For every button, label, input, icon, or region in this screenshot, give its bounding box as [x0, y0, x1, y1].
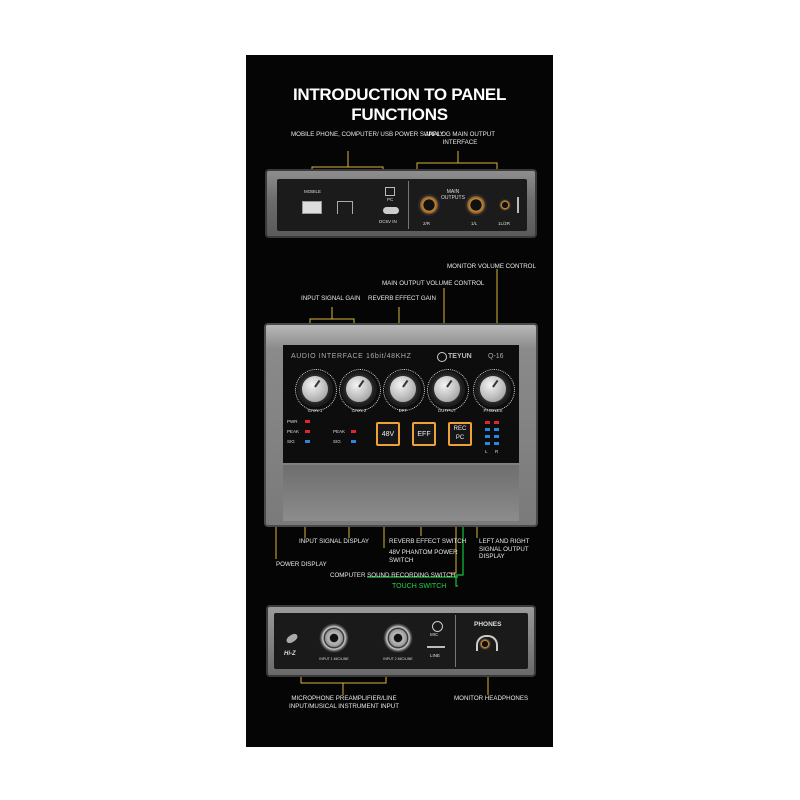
pc-icon: [385, 187, 395, 196]
gain2-scale: [339, 369, 381, 411]
mic-label: MIC: [430, 632, 439, 637]
peak1-label: PEAK: [287, 429, 300, 434]
label-reverb-switch: REVERB EFFECT SWITCH: [389, 538, 467, 545]
sig1-led: [305, 440, 310, 443]
out-2r-label: 2/R: [423, 221, 431, 226]
label-reverb-gain: REVERB EFFECT GAIN: [368, 295, 436, 302]
label-input-gain: INPUT SIGNAL GAIN: [301, 295, 361, 302]
usb-symbol-icon: [337, 201, 353, 214]
headphones-icon: [476, 635, 498, 651]
model-name: Q-16: [488, 353, 504, 360]
left-led-3: [485, 435, 490, 438]
phones-front-label: PHONES: [474, 621, 502, 628]
eff-button[interactable]: EFF: [412, 422, 436, 446]
label-monitor-headphones: MONITOR HEADPHONES: [454, 695, 529, 702]
right-led-1: [494, 421, 499, 424]
pc-label: PC: [387, 197, 394, 202]
rear-panel-face: MOBILE PC DC5V IN MAIN OUTPUTS 2/R 1/L 1…: [277, 179, 527, 231]
top-panel-base: [283, 465, 519, 521]
headphone-jack[interactable]: [479, 638, 491, 650]
line-plug-icon: [427, 646, 445, 648]
label-phantom-switch: 48V PHANTOM POWER SWITCH: [389, 549, 458, 564]
usb-a-port: [302, 201, 322, 214]
top-panel: AUDIO INTERFACE 16bit/48KHZ TEYUN Q-16 G…: [264, 323, 538, 527]
left-led-2: [485, 428, 490, 431]
mobile-label: MOBILE: [304, 189, 322, 194]
gain1-label: GAIN 1: [307, 408, 323, 413]
phones-label: PHONES: [483, 408, 503, 413]
mic-icon: [432, 621, 443, 632]
gain2-label: GAIN 2: [351, 408, 367, 413]
hiz-label: Hi-Z: [284, 651, 296, 657]
dc-label: DC5V IN: [379, 219, 397, 224]
eff-scale: [383, 369, 425, 411]
right-label: R: [495, 449, 499, 454]
eff-label: EFF: [398, 408, 408, 413]
sig2-label: SIG: [333, 439, 341, 444]
input1-label: INPUT 1 MIC/LINE: [319, 657, 349, 661]
output-1l-jack: [465, 194, 487, 216]
front-panel: Hi-Z INPUT 1 MIC/LINE INPUT 2 MIC/LINE M…: [266, 605, 536, 677]
right-led-2: [494, 428, 499, 431]
model-text: AUDIO INTERFACE 16bit/48KHZ: [291, 353, 412, 360]
phantom-48v-button[interactable]: 48V: [376, 422, 400, 446]
label-input-display: INPUT SIGNAL DISPLAY: [299, 538, 370, 545]
label-rec-switch: COMPUTER SOUND RECORDING SWITCH: [330, 572, 456, 579]
headphone-plug-icon: [517, 197, 519, 213]
label-main-volume: MAIN OUTPUT VOLUME CONTROL: [382, 280, 485, 287]
output-label: OUTPUT: [437, 408, 457, 413]
guitar-icon: [285, 632, 299, 645]
label-preamp-input: MICROPHONE PREAMPLIFIER/LINE INPUT/MUSIC…: [289, 695, 400, 710]
eff-knob[interactable]: [388, 374, 418, 404]
top-panel-face: AUDIO INTERFACE 16bit/48KHZ TEYUN Q-16 G…: [283, 345, 519, 463]
label-lr-display: LEFT AND RIGHT SIGNAL OUTPUT DISPLAY: [479, 538, 530, 560]
rear-divider: [408, 181, 409, 229]
front-divider: [455, 615, 456, 667]
label-power-display: POWER DISPLAY: [276, 561, 327, 568]
front-panel-face: Hi-Z INPUT 1 MIC/LINE INPUT 2 MIC/LINE M…: [274, 613, 528, 669]
peak2-led: [351, 430, 356, 433]
output-2r-jack: [418, 194, 440, 216]
peak1-led: [305, 430, 310, 433]
left-led-4: [485, 442, 490, 445]
out-1l2r-label: 1L/2R: [498, 221, 511, 226]
left-led-1: [485, 421, 490, 424]
right-led-4: [494, 442, 499, 445]
peak2-label: PEAK: [333, 429, 346, 434]
gain1-scale: [295, 369, 337, 411]
input1-combo-jack[interactable]: [319, 623, 349, 653]
output-1l2r-jack: [499, 199, 511, 211]
label-analog-out: ANALOG MAIN OUTPUT INTERFACE: [424, 131, 496, 146]
output-knob[interactable]: [432, 374, 462, 404]
phones-scale: [473, 369, 515, 411]
right-led-3: [494, 435, 499, 438]
line-label: LINE: [430, 653, 441, 658]
output-scale: [427, 369, 469, 411]
gain2-knob[interactable]: [344, 374, 374, 404]
out-1l-label: 1/L: [471, 221, 478, 226]
rec-pc-button[interactable]: REC PC: [448, 422, 472, 446]
sig2-led: [351, 440, 356, 443]
label-power-supply: MOBILE PHONE, COMPUTER/ USB POWER SUPPLY: [291, 131, 444, 138]
rear-panel: MOBILE PC DC5V IN MAIN OUTPUTS 2/R 1/L 1…: [265, 169, 537, 238]
brand-logo-icon: [437, 352, 447, 362]
usb-c-port: [383, 207, 399, 214]
label-monitor-volume: MONITOR VOLUME CONTROL: [447, 263, 536, 270]
pwr-led: [305, 420, 310, 423]
left-label: L: [485, 449, 488, 454]
diagram-title: INTRODUCTION TO PANEL FUNCTIONS: [292, 85, 507, 124]
label-touch-switch: TOUCH SWITCH: [392, 583, 447, 590]
sig1-label: SIG: [287, 439, 295, 444]
input2-label: INPUT 2 MIC/LINE: [383, 657, 413, 661]
pwr-label: PWR: [287, 419, 298, 424]
gain1-knob[interactable]: [300, 374, 330, 404]
input2-combo-jack[interactable]: [383, 623, 413, 653]
brand-name: TEYUN: [448, 353, 472, 360]
phones-knob[interactable]: [478, 374, 508, 404]
main-outputs-label: MAIN OUTPUTS: [441, 189, 465, 201]
diagram-card: INTRODUCTION TO PANEL FUNCTIONS: [246, 55, 553, 747]
